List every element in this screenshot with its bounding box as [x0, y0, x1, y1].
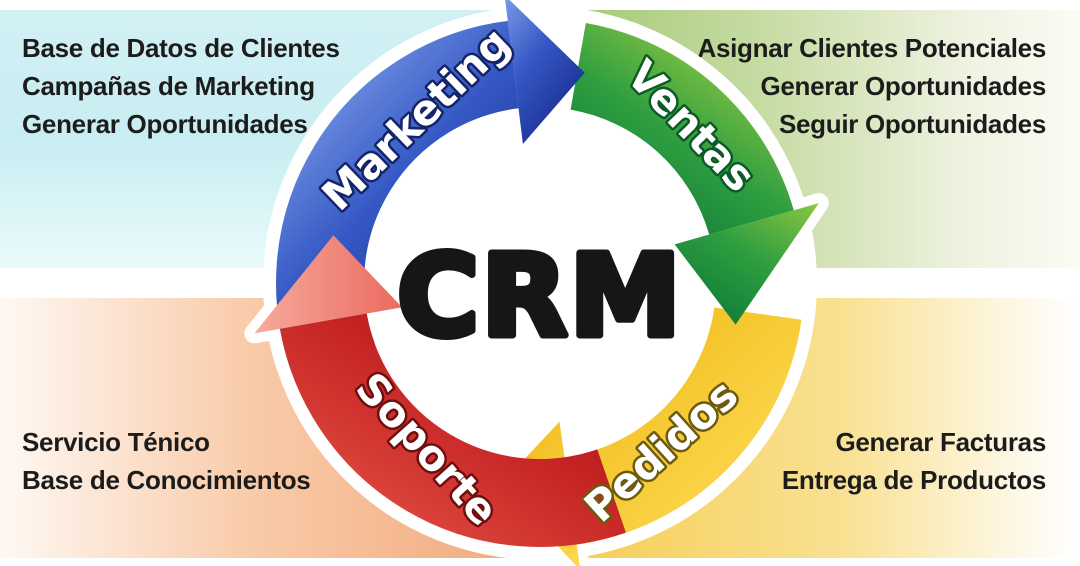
ventas-items: Asignar Clientes Potenciales Generar Opo… [697, 30, 1046, 144]
pedidos-item: Generar Facturas [835, 427, 1046, 457]
pedidos-item: Entrega de Productos [781, 464, 1046, 495]
marketing-items: Base de Datos de Clientes Campañas de Ma… [22, 30, 340, 144]
cycle-arrows-graphic: Marketing Ventas Pedidos Soporte CRM [244, 0, 829, 566]
soporte-item: Servicio Ténico [22, 427, 210, 457]
soporte-item: Base de Conocimientos [22, 464, 311, 495]
soporte-items: Servicio Ténico Base de Conocimientos [22, 424, 311, 500]
ventas-item: Asignar Clientes Potenciales [697, 33, 1046, 63]
marketing-item: Campañas de Marketing [22, 70, 315, 101]
marketing-arrowhead-icon [505, 0, 585, 144]
soporte-arrow [254, 235, 626, 547]
ventas-item: Generar Oportunidades [760, 70, 1046, 101]
ventas-arrow [569, 22, 819, 325]
pedidos-items: Generar Facturas Entrega de Productos [782, 424, 1046, 500]
crm-center-title: CRM [397, 232, 683, 362]
ventas-item: Seguir Oportunidades [778, 108, 1046, 139]
soporte-arrowhead-icon [254, 235, 403, 334]
ventas-arrowhead-icon [674, 203, 819, 325]
marketing-item: Generar Oportunidades [22, 108, 308, 139]
marketing-item: Base de Datos de Clientes [22, 33, 340, 63]
